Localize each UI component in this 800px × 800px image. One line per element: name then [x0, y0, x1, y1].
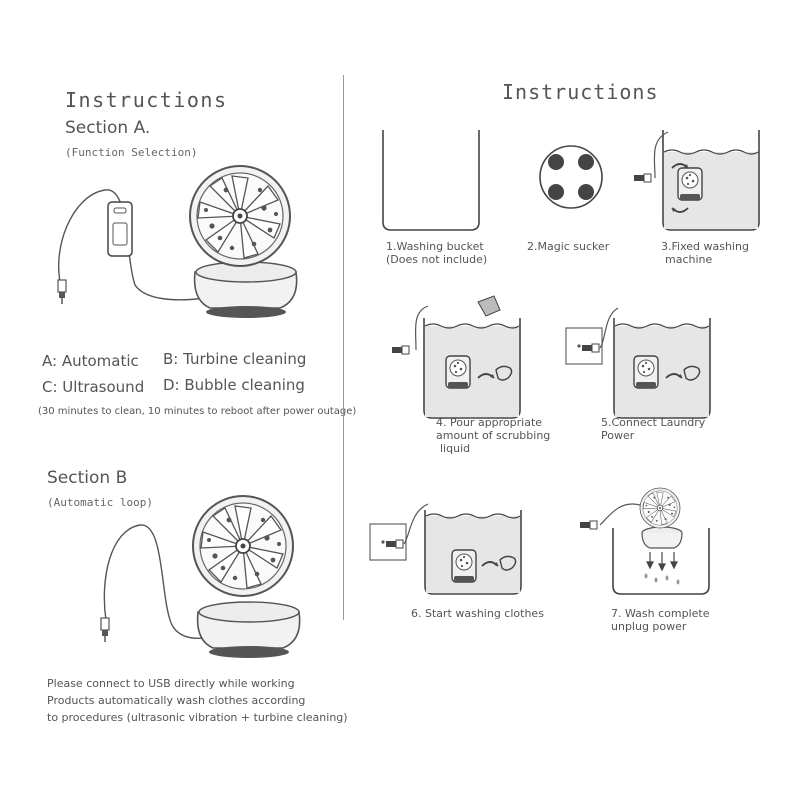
right-title: Instructions [502, 80, 659, 104]
step-2-caption: 2.Magic sucker [527, 240, 610, 253]
mode-ultrasound: C: Ultrasound [42, 378, 145, 396]
automatic-loop-label: (Automatic loop) [47, 496, 153, 509]
step-3-fixed-machine-illustration [633, 130, 760, 231]
step-6-start-washing-illustration [369, 503, 522, 595]
usb-instructions: Please connect to USB directly while wor… [47, 675, 367, 726]
section-b-device-illustration [100, 495, 301, 658]
step-5-connect-power-illustration [565, 307, 711, 419]
usb-line: to procedures (ultrasonic vibration + tu… [47, 711, 348, 724]
function-selection-label: (Function Selection) [65, 146, 198, 159]
step-6-caption: 6. Start washing clothes [411, 607, 544, 620]
step-1-caption: 1.Washing bucket(Does not include) [386, 240, 488, 266]
usb-line: Products automatically wash clothes acco… [47, 694, 306, 707]
mode-automatic: A: Automatic [42, 352, 139, 370]
column-divider [343, 75, 344, 620]
step-4-pour-liquid-illustration [391, 295, 521, 419]
mode-turbine: B: Turbine cleaning [163, 350, 307, 368]
mode-bubble: D: Bubble cleaning [163, 376, 305, 394]
step-2-sucker-illustration [539, 145, 603, 209]
section-a-heading: Section A. [65, 118, 151, 138]
section-a-device-illustration [57, 165, 298, 318]
timing-note: (30 minutes to clean, 10 minutes to rebo… [38, 406, 357, 417]
usb-line: Please connect to USB directly while wor… [47, 677, 295, 690]
step-1-bucket-illustration [382, 130, 480, 231]
section-b-heading: Section B [47, 468, 128, 488]
left-title: Instructions [65, 88, 228, 112]
step-7-wash-complete-illustration [579, 487, 710, 595]
